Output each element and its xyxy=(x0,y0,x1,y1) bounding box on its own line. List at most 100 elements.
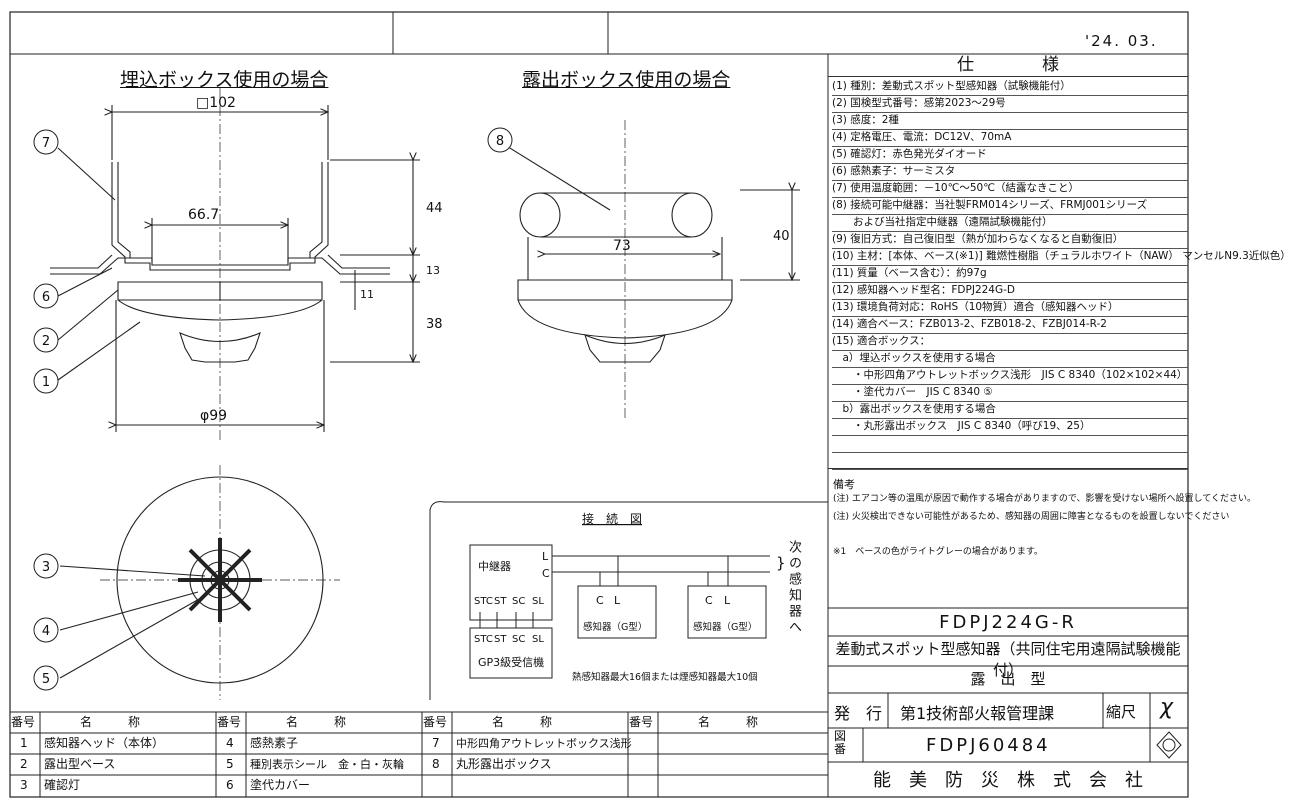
spec-row: (2) 国検型式番号：感第2023～29号 xyxy=(832,95,1188,113)
relay-terminal-L: L xyxy=(542,550,549,563)
spec-row: ・丸形露出ボックス JIS C 8340（呼び19、25） xyxy=(832,418,1188,436)
spec-title: 仕 様 xyxy=(828,54,1188,77)
issue-label: 発 行 xyxy=(834,704,883,723)
callout-1: 1 xyxy=(33,368,59,394)
parts-header-name: 名 称 xyxy=(698,715,759,729)
part-number: 4 xyxy=(226,736,234,750)
receiver-label: GP3級受信機 xyxy=(478,655,544,669)
spec-row: a）埋込ボックスを使用する場合 xyxy=(832,350,1188,368)
wiring-diagram: 接 続 図 中継器 L C STC ST SC SL STC ST SC SL … xyxy=(429,501,828,700)
technical-drawings: 1 2 3 4 5 6 7 8 □102 66.7 φ99 73 44 13 1… xyxy=(33,88,800,700)
surface-box-title: 露出ボックス使用の場合 xyxy=(522,69,731,91)
spec-row: b）露出ボックスを使用する場合 xyxy=(832,401,1188,419)
callout-3: 3 xyxy=(33,553,59,579)
dim-38: 38 xyxy=(426,317,443,332)
receiver-term-3: SC xyxy=(512,634,525,645)
detector2-L: L xyxy=(724,594,731,607)
wiring-title: 接 続 図 xyxy=(582,511,642,526)
spec-row: および当社指定中継器（遠隔試験機能付） xyxy=(832,214,1188,232)
svg-text:1: 1 xyxy=(42,375,50,390)
detector2-C: C xyxy=(705,594,713,607)
notes-label: 備考 xyxy=(833,478,855,491)
next-detector-label: 次の感知器へ xyxy=(786,540,801,636)
callout-7: 7 xyxy=(33,129,59,155)
parts-header-no: 番号 xyxy=(217,715,242,729)
part-number: 6 xyxy=(226,778,234,792)
spec-row: (5) 確認灯：赤色発光ダイオード xyxy=(832,146,1188,164)
dim-40: 40 xyxy=(773,229,790,244)
svg-text:5: 5 xyxy=(42,672,50,687)
max-detectors-note: 熱感知器最大16個または煙感知器最大10個 xyxy=(572,671,758,683)
part-name: 感知器ヘッド（本体） xyxy=(44,736,165,750)
spec-row: (7) 使用温度範囲：－10℃～50℃（結露なきこと） xyxy=(832,180,1188,198)
spec-row: (11) 質量（ベース含む）：約97g xyxy=(832,265,1188,283)
parts-header-name: 名 称 xyxy=(492,715,553,729)
scale-label: 縮尺 xyxy=(1106,703,1137,721)
callout-4: 4 xyxy=(33,617,59,643)
parts-header-no: 番号 xyxy=(629,715,654,729)
relay-term-2: ST xyxy=(494,596,507,607)
svg-text:7: 7 xyxy=(42,136,50,151)
parts-header-name: 名 称 xyxy=(80,715,141,729)
detector2-label: 感知器（G型） xyxy=(693,621,757,633)
dim-13: 13 xyxy=(426,264,440,277)
product-name: 差動式スポット型感知器（共同住宅用遠隔試験機能付） xyxy=(835,640,1181,679)
part-number: 3 xyxy=(20,778,28,792)
part-number: 1 xyxy=(20,736,28,750)
dim-44: 44 xyxy=(426,201,443,216)
note-3: ※1 ベースの色がライトグレーの場合があります。 xyxy=(833,547,1043,557)
detector1-C: C xyxy=(596,594,604,607)
spec-row xyxy=(832,452,1188,470)
receiver-term-4: SL xyxy=(532,634,544,645)
revision-date: '24. 03. xyxy=(1085,32,1158,50)
part-number: 7 xyxy=(432,736,440,750)
callout-8: 8 xyxy=(487,127,513,153)
spec-row: (4) 定格電圧、電流：DC12V、70mA xyxy=(832,129,1188,147)
dim-square-102: □102 xyxy=(196,95,236,111)
callout-5: 5 xyxy=(33,665,59,691)
note-1: (注) エアコン等の温風が原因で動作する場合がありますので、影響を受けない場所へ… xyxy=(833,494,1256,504)
flush-box-title: 埋込ボックス使用の場合 xyxy=(120,69,329,91)
part-name: 露出型ベース xyxy=(44,757,116,771)
spec-row: (6) 感熱素子：サーミスタ xyxy=(832,163,1188,181)
part-name: 塗代カバー xyxy=(250,778,311,792)
spec-row: ・中形四角アウトレットボックス浅形 JIS C 8340（102×102×44） xyxy=(832,367,1188,385)
receiver-term-1: STC xyxy=(474,634,493,645)
part-number: 5 xyxy=(226,757,234,771)
svg-text:2: 2 xyxy=(42,334,50,349)
model-name: FDPJ224G-R xyxy=(939,612,1077,633)
svg-text:3: 3 xyxy=(42,560,50,575)
spec-row: (14) 適合ベース：FZB013-2、FZB018-2、FZBJ014-R-2 xyxy=(832,316,1188,334)
note-2: (注) 火災検出できない可能性があるため、感知器の周囲に障害となるものを設置しな… xyxy=(833,512,1230,522)
title-block xyxy=(828,607,1188,763)
relay-term-4: SL xyxy=(532,596,544,607)
part-number: 8 xyxy=(432,757,440,771)
drawing-frame xyxy=(9,11,1189,798)
parts-header-name: 名 称 xyxy=(286,715,347,729)
spec-row xyxy=(832,435,1188,453)
svg-text:6: 6 xyxy=(42,290,50,305)
receiver-term-2: ST xyxy=(494,634,507,645)
relay-term-3: SC xyxy=(512,596,525,607)
detector1-label: 感知器（G型） xyxy=(583,621,647,633)
department: 第1技術部火報管理課 xyxy=(900,704,1055,723)
parts-header-no: 番号 xyxy=(423,715,448,729)
parts-header-no: 番号 xyxy=(11,715,36,729)
part-name: 中形四角アウトレットボックス浅形 xyxy=(456,737,632,750)
scale-value: χ xyxy=(1160,695,1174,720)
part-number: 2 xyxy=(20,757,28,771)
dim-phi-99: φ99 xyxy=(200,408,227,424)
part-name: 丸形露出ボックス xyxy=(456,757,552,771)
spec-row: (10) 主材：[本体、ベース(※1)] 難燃性樹脂（チュラルホワイト（NAW）… xyxy=(832,248,1291,266)
part-name: 種別表示シール 金・白・灰輪 xyxy=(250,758,404,771)
relay-term-1: STC xyxy=(474,596,493,607)
notes-area xyxy=(828,468,1188,609)
relay-label: 中継器 xyxy=(478,559,511,573)
callout-6: 6 xyxy=(33,283,59,309)
spec-row: (12) 感知器ヘッド型名：FDPJ224G-D xyxy=(832,282,1188,300)
spec-row: (3) 感度：2種 xyxy=(832,112,1188,130)
relay-terminal-C: C xyxy=(542,567,550,580)
drawing-number: FDPJ60484 xyxy=(926,735,1051,756)
svg-text:8: 8 xyxy=(496,134,504,149)
company-name: 能 美 防 災 株 式 会 社 xyxy=(873,770,1143,791)
